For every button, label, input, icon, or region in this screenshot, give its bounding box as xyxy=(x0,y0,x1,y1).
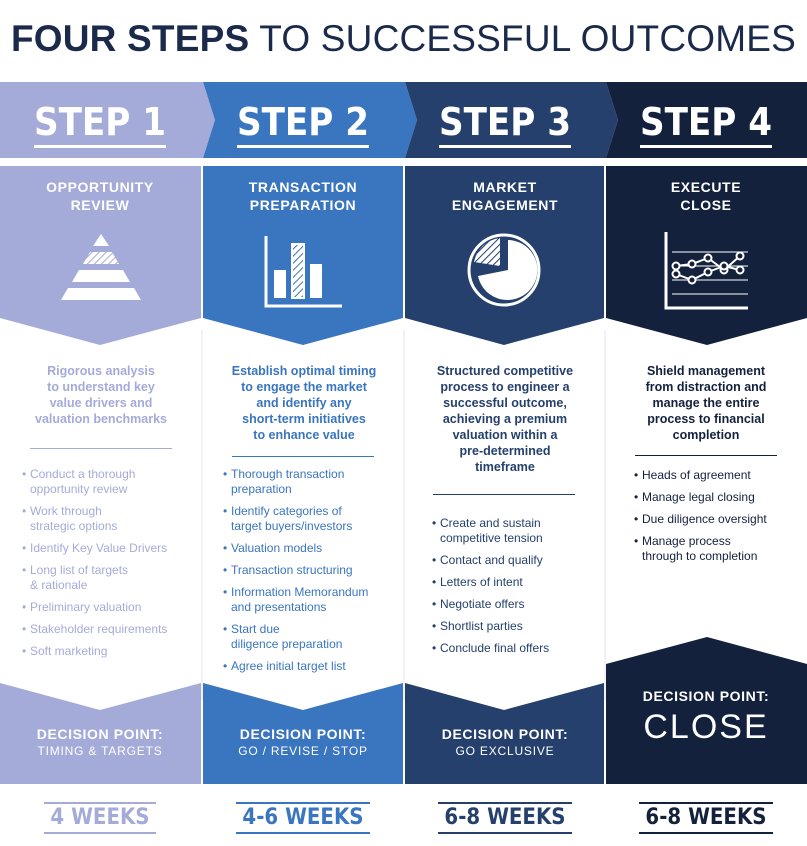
list-item: Contact and qualify xyxy=(432,553,602,568)
step-3-divider xyxy=(433,494,575,495)
list-item: Long list of targets& rationale xyxy=(22,563,200,593)
page-title: FOUR STEPS TO SUCCESSFUL OUTCOMES xyxy=(0,18,807,60)
list-item: Transaction structuring xyxy=(223,563,401,578)
list-item: Soft marketing xyxy=(22,644,200,659)
step-2-weeks: 4-6 WEEKS xyxy=(203,802,403,834)
pyramid-icon xyxy=(61,234,141,300)
step-1-divider xyxy=(30,448,172,449)
list-item: Negotiate offers xyxy=(432,597,602,612)
bar-chart-icon xyxy=(264,236,342,308)
pie-chart-icon xyxy=(467,233,541,307)
line-chart-icon xyxy=(664,232,748,310)
step-2-decision-panel xyxy=(203,683,403,784)
step-3-decision-panel xyxy=(405,683,604,784)
step-4-items: Heads of agreement Manage legal closing … xyxy=(634,468,804,571)
list-item: Conclude final offers xyxy=(432,641,602,656)
list-item: Letters of intent xyxy=(432,575,602,590)
step-4-decision-panel xyxy=(606,637,807,784)
list-item: Valuation models xyxy=(223,541,401,556)
step-3-upper-panel xyxy=(405,166,604,345)
step-1-decision-point: DECISION POINT: TIMING & TARGETS xyxy=(36,726,164,758)
list-item: Heads of agreement xyxy=(634,468,804,483)
step-4-label: STEP 4 xyxy=(606,96,806,148)
step-1-weeks: 4 WEEKS xyxy=(0,802,200,834)
step-3-weeks: 6-8 WEEKS xyxy=(405,802,605,834)
step-2-header-shape xyxy=(203,82,417,158)
list-item: Stakeholder requirements xyxy=(22,622,200,637)
step-4-divider xyxy=(635,455,777,456)
step-1-label: STEP 1 xyxy=(0,96,200,148)
step-4-decision-point: DECISION POINT: CLOSE xyxy=(642,688,770,746)
list-item: Due diligence oversight xyxy=(634,512,804,527)
list-item: Shortlist parties xyxy=(432,619,602,634)
step-1-header-shape xyxy=(0,82,215,158)
step-2-decision-point: DECISION POINT: GO / REVISE / STOP xyxy=(238,726,368,758)
title-bold: FOUR STEPS xyxy=(10,18,250,59)
step-2-label: STEP 2 xyxy=(203,96,403,148)
list-item: Preliminary valuation xyxy=(22,600,200,615)
step-3-header-shape xyxy=(405,82,618,158)
title-rest: TO SUCCESSFUL OUTCOMES xyxy=(259,18,797,59)
step-3-decision-point: DECISION POINT: GO EXCLUSIVE xyxy=(441,726,569,758)
step-3-label: STEP 3 xyxy=(405,96,605,148)
step-2-divider xyxy=(232,456,374,457)
list-item: Identify Key Value Drivers xyxy=(22,541,200,556)
step-4-weeks: 6-8 WEEKS xyxy=(606,802,806,834)
step-4-header-shape xyxy=(606,82,807,158)
step-1-decision-panel xyxy=(0,683,201,784)
list-item: Manage legal closing xyxy=(634,490,804,505)
list-item: Agree initial target list xyxy=(223,659,401,674)
